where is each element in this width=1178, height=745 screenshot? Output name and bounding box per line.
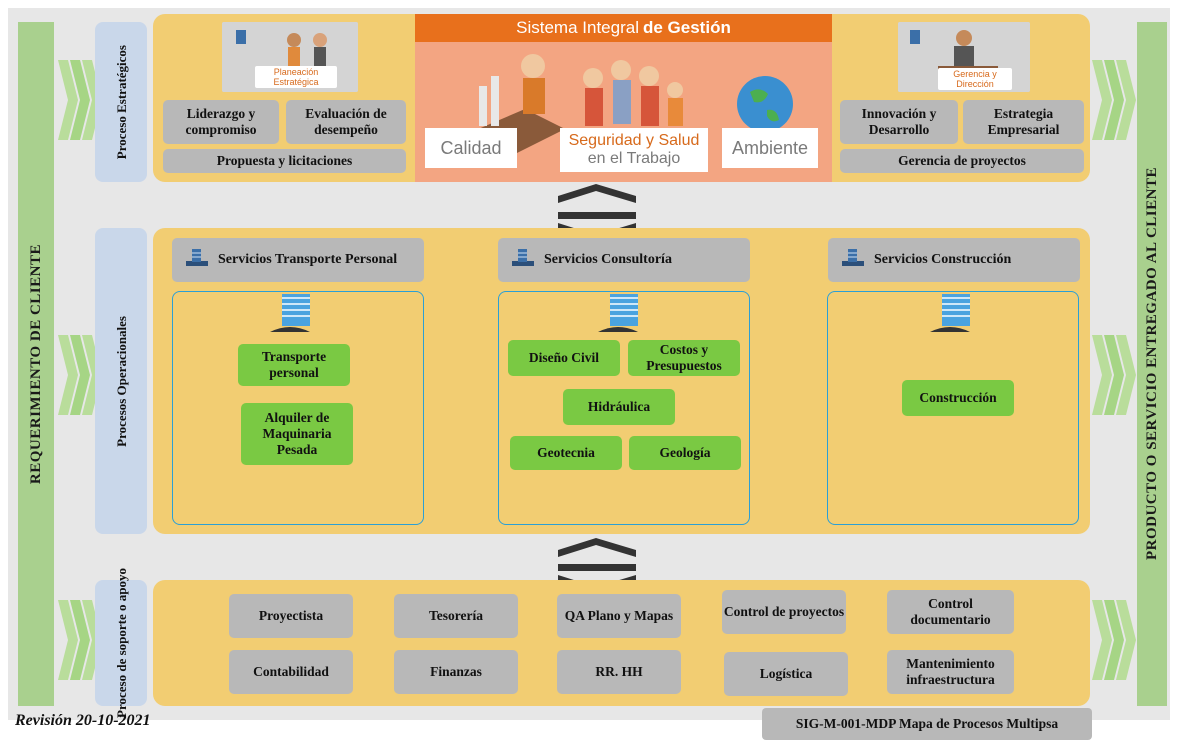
project-management-box: Gerencia de proyectos — [840, 149, 1084, 173]
quality-label: Calidad — [425, 128, 517, 168]
revision-label: Revisión 20-10-2021 — [15, 712, 151, 729]
right-arrow-bottom — [1092, 600, 1136, 680]
costs-budgets-box: Costos y Presupuestos — [628, 340, 740, 376]
hydraulics-box: Hidráulica — [563, 389, 675, 425]
business-strategy-box: Estrategia Empresarial — [963, 100, 1084, 144]
dam-icon — [930, 294, 970, 332]
logistics-box: Logística — [724, 652, 848, 696]
innovation-box: Innovación y Desarrollo — [840, 100, 958, 144]
proposals-box: Propuesta y licitaciones — [163, 149, 406, 173]
project-control-box: Control de proyectos — [722, 590, 846, 634]
client-requirement-bar: REQUERIMIENTO DE CLIENTE — [18, 22, 54, 706]
finance-box: Finanzas — [394, 650, 518, 694]
document-control-box: Control documentario — [887, 590, 1014, 634]
consulting-services-header: Servicios Consultoría — [498, 238, 750, 282]
client-delivery-bar: PRODUCTO O SERVICIO ENTREGADO AL CLIENTE — [1137, 22, 1167, 706]
civil-design-box: Diseño Civil — [508, 340, 620, 376]
building-icon — [186, 248, 208, 272]
management-caption: Gerencia y Dirección — [938, 68, 1012, 90]
environment-label: Ambiente — [722, 128, 818, 168]
support-row-label: Proceso de soporte o apoyo — [95, 568, 147, 718]
right-arrow-top — [1092, 60, 1136, 140]
construction-box: Construcción — [902, 380, 1014, 416]
infrastructure-maintenance-box: Mantenimiento infraestructura — [887, 650, 1014, 694]
document-code-label: SIG-M-001-MDP Mapa de Procesos Multipsa — [762, 708, 1092, 740]
human-resources-box: RR. HH — [557, 650, 681, 694]
leadership-box: Liderazgo y compromiso — [163, 100, 279, 144]
safety-label: Seguridad y Salud en el Trabajo — [560, 128, 708, 172]
accounting-box: Contabilidad — [229, 650, 353, 694]
dam-icon — [270, 294, 310, 332]
building-icon — [512, 248, 534, 272]
right-arrow-middle — [1092, 335, 1136, 415]
geotechnics-box: Geotecnia — [510, 436, 622, 470]
transport-services-header: Servicios Transporte Personal — [172, 238, 424, 282]
building-icon — [842, 248, 864, 272]
personal-transport-box: Transporte personal — [238, 344, 350, 386]
planning-caption: Planeación Estratégica — [255, 66, 337, 88]
heavy-machinery-box: Alquiler de Maquinaria Pesada — [241, 403, 353, 465]
strategic-row-label: Proceso Estratégicos — [95, 22, 147, 182]
construction-services-header: Servicios Construcción — [828, 238, 1080, 282]
designer-box: Proyectista — [229, 594, 353, 638]
geology-box: Geología — [629, 436, 741, 470]
dam-icon — [598, 294, 638, 332]
performance-box: Evaluación de desempeño — [286, 100, 406, 144]
qa-maps-box: QA Plano y Mapas — [557, 594, 681, 638]
operational-row-label: Procesos Operacionales — [95, 228, 147, 534]
treasury-box: Tesorería — [394, 594, 518, 638]
